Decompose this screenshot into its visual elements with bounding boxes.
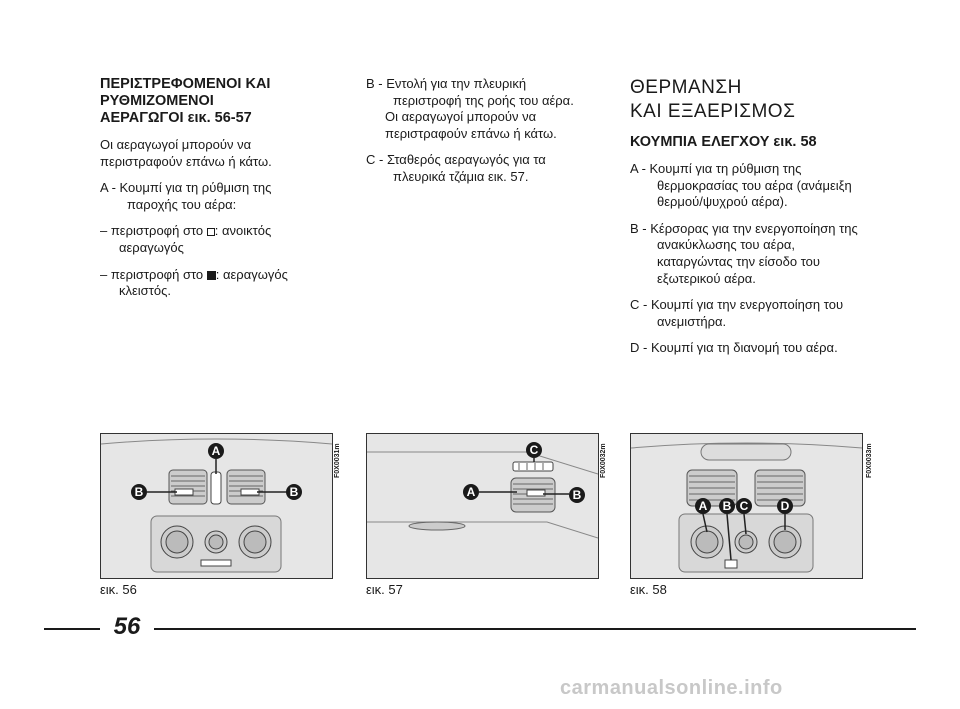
side-vent-illustration: C A B: [367, 434, 598, 578]
page-number: 56: [113, 613, 141, 640]
label-badge: [777, 498, 793, 514]
intro-text: Οι αεραγωγοί μπορούν να περιστραφούν επά…: [100, 137, 272, 169]
label-badge: [131, 484, 147, 500]
label-badge: [695, 498, 711, 514]
column-2: B - Εντολή για την πλευρική περιστροφή τ…: [366, 76, 586, 196]
dashboard-vents-illustration: A B B: [101, 434, 332, 578]
control-a-text: A - Κουμπί για τη ρύθμιση της θερμοκρασί…: [630, 161, 852, 210]
label-badge: [286, 484, 302, 500]
label-badge: [208, 443, 224, 459]
label-b: B: [573, 488, 582, 502]
column-3: ΘΕΡΜΑΝΣΗ ΚΑΙ ΕΞΑΕΡΙΣΜΟΣ ΚΟΥΜΠΙΑ ΕΛΕΓΧΟΥ …: [630, 76, 862, 367]
figure-57: C A B: [366, 433, 599, 579]
label-badge: [569, 487, 585, 503]
label-b-right: B: [290, 485, 299, 499]
label-a: A: [467, 485, 476, 499]
controls-subheading: ΚΟΥΜΠΙΑ ΕΛΕΓΧΟΥ εικ. 58: [630, 134, 817, 150]
label-badge: [736, 498, 752, 514]
label-c: C: [530, 443, 539, 457]
item-c-text: C - Σταθερός αεραγωγός για τα πλευρικά τ…: [366, 152, 546, 184]
column-1: ΠΕΡΙΣΤΡΕΦΟΜΕΝΟΙ ΚΑΙ ΡΥΘΜΙΖΟΜΕΝΟΙ ΑΕΡΑΓΩΓ…: [100, 76, 325, 310]
label-b: B: [723, 499, 732, 513]
page-rule-left: [44, 628, 100, 630]
closed-vent-text: – περιστροφή στο : αεραγωγός κλειστός.: [100, 266, 288, 299]
figure-56-code: F0X0031m: [334, 443, 341, 478]
label-badge: [719, 498, 735, 514]
page-rule-right: [154, 628, 916, 630]
figure-57-code: F0X0032m: [600, 443, 607, 478]
item-a-text: A - Κουμπί για τη ρύθμιση της παροχής το…: [100, 180, 272, 212]
section-title-heating: ΘΕΡΜΑΝΣΗ ΚΑΙ ΕΞΑΕΡΙΣΜΟΣ: [630, 77, 796, 122]
figure-56-caption: εικ. 56: [100, 582, 137, 597]
label-badge: [463, 484, 479, 500]
label-b-left: B: [135, 485, 144, 499]
control-d-text: D - Κουμπί για τη διανομή του αέρα.: [630, 340, 838, 356]
figure-58-caption: εικ. 58: [630, 582, 667, 597]
control-c-text: C - Κουμπί για την ενεργοποίηση του ανεμ…: [630, 297, 844, 329]
filled-square-icon: [206, 270, 216, 280]
item-b-text: B - Εντολή για την πλευρική περιστροφή τ…: [366, 76, 574, 108]
item-b-subtext: Οι αεραγωγοί μπορούν να περιστραφούν επά…: [385, 109, 557, 141]
figure-58-code: F0X0033m: [866, 443, 873, 478]
figure-56: A B B: [100, 433, 333, 579]
open-square-icon: [206, 228, 215, 237]
control-b-text: B - Κέρσορας για την ενεργοποίηση της αν…: [630, 220, 858, 286]
label-a: A: [212, 444, 221, 458]
section-heading-vents: ΠΕΡΙΣΤΡΕΦΟΜΕΝΟΙ ΚΑΙ ΡΥΘΜΙΖΟΜΕΝΟΙ ΑΕΡΑΓΩΓ…: [100, 76, 271, 126]
figure-57-caption: εικ. 57: [366, 582, 403, 597]
heating-controls-illustration: A B C D: [631, 434, 862, 578]
open-vent-text: – περιστροφή στο : ανοικτός αεραγωγός: [100, 223, 272, 255]
label-badge: [526, 442, 542, 458]
label-c: C: [740, 499, 749, 513]
label-d: D: [781, 499, 790, 513]
label-a: A: [699, 499, 708, 513]
watermark: carmanualsonline.info: [560, 677, 783, 699]
figure-58: A B C D: [630, 433, 863, 579]
